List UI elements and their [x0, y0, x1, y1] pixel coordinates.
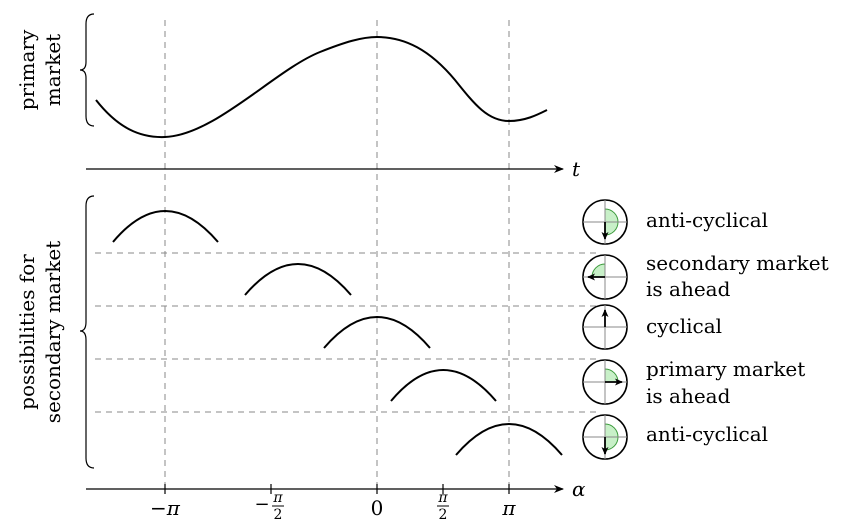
tick-label-half-pi-den: 2: [439, 507, 448, 519]
tick-label-half-pi: π 2: [437, 490, 449, 519]
phase-dial: [582, 304, 628, 350]
phase-dial: [582, 199, 628, 245]
row-label-anti-cyclical-bottom: anti-cyclical: [646, 422, 768, 446]
arc-anti-cyclical-bottom: [455, 423, 563, 456]
tick-label-neg-pi: −π: [150, 496, 181, 519]
row-labels: anti-cyclical secondary market is ahead …: [646, 208, 829, 446]
tick-label-neg-half-pi-den: 2: [274, 507, 283, 519]
tick-label-neg-half-pi-minus: −: [254, 494, 269, 515]
bottom-brace-label-2: secondary market: [41, 241, 65, 424]
t-axis-label: t: [572, 157, 581, 181]
top-brace: [79, 13, 95, 127]
phase-indicators: [582, 199, 628, 460]
phase-dial: [582, 359, 628, 405]
row-label-primary-ahead-2: is ahead: [646, 384, 731, 408]
row-label-anti-cyclical-top: anti-cyclical: [646, 208, 768, 232]
top-brace-label-2: market: [41, 34, 65, 106]
tick-label-zero: 0: [371, 496, 384, 519]
phase-dial: [582, 254, 628, 300]
tick-label-neg-half-pi-num: π: [272, 490, 283, 506]
bottom-brace: [79, 195, 95, 469]
arc-anti-cyclical-top: [112, 210, 219, 243]
alpha-ticks: [164, 484, 510, 494]
row-label-secondary-ahead-2: is ahead: [646, 277, 731, 301]
arc-primary-ahead: [390, 369, 497, 402]
row-label-cyclical: cyclical: [646, 314, 722, 338]
primary-market-curve: [95, 35, 548, 139]
tick-label-pi: π: [501, 496, 516, 519]
tick-label-neg-half-pi: − π 2: [254, 490, 284, 519]
phase-dial: [582, 414, 628, 460]
row-label-secondary-ahead-1: secondary market: [646, 251, 829, 275]
top-brace-label: primary: [15, 29, 39, 110]
vertical-guides: [164, 20, 510, 489]
row-separators: [95, 252, 600, 413]
arc-secondary-ahead: [244, 263, 352, 296]
arc-cyclical: [323, 316, 431, 349]
bottom-brace-label-1: possibilities for: [15, 254, 39, 410]
alpha-axis-label: α: [572, 477, 586, 501]
secondary-market-arcs: [112, 210, 563, 456]
row-label-primary-ahead-1: primary market: [646, 357, 805, 381]
tick-label-half-pi-num: π: [437, 490, 448, 506]
